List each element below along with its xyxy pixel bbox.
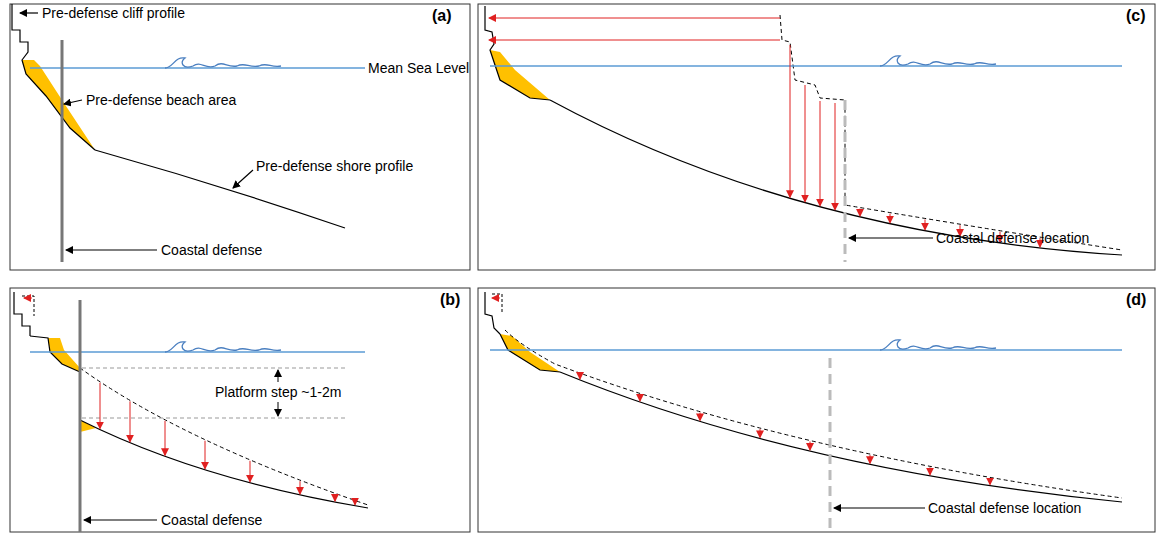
erosion-arrow bbox=[300, 481, 301, 494]
erosion-arrow bbox=[640, 394, 641, 401]
annotation: Pre-defense shore profile bbox=[256, 158, 413, 174]
erosion-arrow bbox=[870, 455, 871, 463]
erosion-arrow bbox=[860, 209, 861, 216]
erosion-arrow bbox=[835, 103, 836, 210]
dimension-label: Platform step ~1-2m bbox=[215, 384, 341, 400]
erosion-arrow bbox=[165, 421, 166, 456]
erosion-arrow bbox=[930, 467, 931, 474]
erosion-arrow bbox=[925, 219, 926, 229]
erosion-arrow bbox=[700, 413, 701, 421]
water-level-label: Mean Sea Level bbox=[368, 60, 469, 76]
erosion-arrow bbox=[990, 478, 991, 484]
panel-letter: (c) bbox=[1126, 8, 1146, 24]
erosion-arrow bbox=[580, 374, 581, 379]
annotation: Pre-defense cliff profile bbox=[42, 5, 185, 21]
erosion-arrow bbox=[805, 85, 806, 202]
dimension-arrow bbox=[278, 370, 279, 382]
panel-letter: (d) bbox=[1126, 292, 1146, 308]
annotation: Coastal defense location bbox=[928, 500, 1081, 516]
erosion-arrow bbox=[810, 441, 811, 450]
erosion-arrow bbox=[335, 494, 336, 501]
erosion-arrow bbox=[890, 214, 891, 223]
erosion-arrow bbox=[250, 461, 251, 482]
erosion-arrow bbox=[760, 429, 761, 437]
erosion-arrow bbox=[790, 45, 791, 197]
erosion-arrow bbox=[820, 101, 821, 206]
erosion-arrow bbox=[130, 401, 131, 441]
erosion-arrow bbox=[100, 383, 101, 429]
erosion-arrow bbox=[355, 501, 356, 504]
annotation: Pre-defense beach area bbox=[86, 92, 236, 108]
annotation: Coastal defense location bbox=[936, 230, 1089, 246]
panel-letter: (b) bbox=[440, 292, 460, 308]
dimension-arrow bbox=[278, 402, 279, 416]
erosion-arrow bbox=[205, 441, 206, 469]
annotation: Coastal defense bbox=[161, 242, 262, 258]
panel-letter: (a) bbox=[432, 8, 452, 24]
annotation: Coastal defense bbox=[161, 512, 262, 528]
